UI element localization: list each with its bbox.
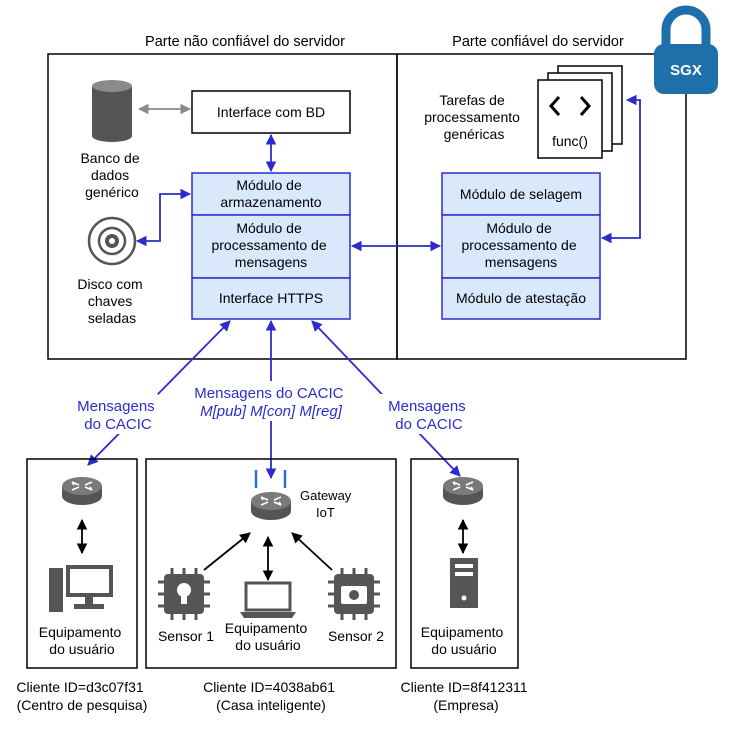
- disk-icon: [87, 216, 137, 266]
- client3-device-label: Equipamento do usuário: [421, 624, 507, 657]
- database-label: Banco de dados genérico: [80, 150, 143, 200]
- https-interface-label: Interface HTTPS: [219, 290, 323, 306]
- sensor1-gateway-arrow: [203, 532, 251, 571]
- sensor1-label: Sensor 1: [158, 628, 214, 644]
- sensor2-label: Sensor 2: [328, 628, 384, 644]
- router-icon: [61, 476, 103, 506]
- https-interface-box: [191, 277, 351, 320]
- wifi-antenna-icon: [254, 470, 287, 488]
- gateway-label: Gateway IoT: [300, 488, 355, 520]
- sgx-label: SGX: [670, 62, 702, 79]
- tasks-label: Tarefas de processamento genéricas: [424, 92, 524, 142]
- trusted-server-box: [396, 53, 687, 360]
- db-interface-box: [191, 90, 351, 134]
- attestation-module-label: Módulo de atestação: [456, 290, 586, 306]
- left-message-label: Mensagens do CACIC: [77, 398, 159, 433]
- untrusted-processing-module-box: [191, 214, 351, 279]
- client2-device-label: Equipamento do usuário: [225, 620, 311, 653]
- client2-caption: Cliente ID=4038ab61 (Casa inteligente): [203, 679, 339, 713]
- db-interface-label: Interface com BD: [217, 104, 325, 120]
- attestation-module-box: [441, 277, 601, 320]
- func-label: func(): [552, 133, 588, 149]
- storage-module-label: Módulo de armazenamento: [220, 177, 321, 210]
- sensor-camera-icon: [328, 568, 380, 620]
- disk-label: Disco com chaves seladas: [77, 276, 146, 326]
- storage-disk-arrow: [135, 188, 192, 247]
- client1-caption: Cliente ID=d3c07f31 (Centro de pesquisa): [16, 679, 147, 713]
- sensor-bulb-icon: [158, 568, 210, 620]
- client-box-smart-home: [145, 458, 397, 669]
- client-box-company: [410, 458, 519, 669]
- storage-module-box: [191, 172, 351, 216]
- center-message-label: Mensagens do CACIC M[pub] M[con] M[reg]: [194, 385, 347, 420]
- server-tower-icon: [450, 558, 478, 608]
- client-box-research: [26, 458, 138, 669]
- database-icon: [92, 80, 132, 142]
- sealing-module-label: Módulo de selagem: [460, 186, 582, 202]
- router-icon: [442, 476, 484, 506]
- trusted-section-title: Parte confiável do servidor: [452, 34, 624, 50]
- client3-caption: Cliente ID=8f412311 (Empresa): [401, 679, 532, 713]
- desktop-computer-icon: [49, 565, 113, 612]
- laptop-icon: [240, 581, 296, 618]
- untrusted-section-title: Parte não confiável do servidor: [145, 34, 345, 50]
- tasks-processing-arrow: [600, 94, 641, 244]
- trusted-processing-module-label: Módulo de processamento de mensagens: [461, 220, 580, 270]
- left-message-arrow: [87, 320, 231, 466]
- gateway-router-icon: [250, 491, 292, 521]
- sensor2-gateway-arrow: [291, 532, 333, 571]
- trusted-processing-module-box: [441, 214, 601, 279]
- client1-device-label: Equipamento do usuário: [39, 624, 125, 657]
- sgx-lock-icon: SGX: [654, 5, 718, 94]
- sealing-module-box: [441, 172, 601, 216]
- untrusted-processing-module-label: Módulo de processamento de mensagens: [211, 220, 330, 270]
- right-message-label: Mensagens do CACIC: [388, 398, 470, 433]
